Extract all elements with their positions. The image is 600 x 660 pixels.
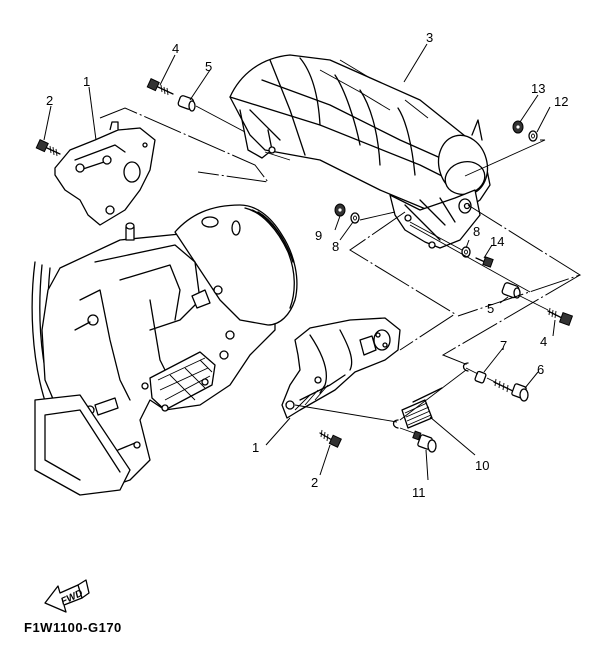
nut-9 [334, 203, 346, 217]
callout-8-right: 8 [473, 224, 480, 239]
callout-9: 9 [315, 228, 322, 243]
washer-12 [528, 130, 538, 142]
callout-5-lower: 5 [487, 301, 494, 316]
bolt-2-lower [319, 429, 342, 448]
callout-5-upper: 5 [205, 59, 212, 74]
washer-8-right [461, 246, 471, 258]
callout-13: 13 [531, 81, 545, 96]
callout-6: 6 [537, 362, 544, 377]
callout-1-lower: 1 [252, 440, 259, 455]
clip-ring-upper [462, 362, 469, 372]
leader-lines [43, 43, 556, 481]
callout-2-upper: 2 [46, 93, 53, 108]
callout-7: 7 [500, 338, 507, 353]
callout-3: 3 [426, 30, 433, 45]
washer-8-left [350, 212, 360, 224]
callout-14: 14 [490, 234, 504, 249]
spring-10 [401, 387, 443, 429]
callout-11: 11 [412, 485, 426, 500]
bolt-11 [412, 430, 437, 453]
bolt-4-right [547, 307, 574, 327]
callout-4-lower: 4 [540, 334, 547, 349]
intake-grille-cover [229, 54, 491, 249]
clip-ring-lower [392, 419, 399, 429]
mount-bracket-upper [54, 121, 156, 226]
callout-4-upper: 4 [172, 41, 179, 56]
bolt-6 [493, 378, 529, 402]
bolt-2-upper [35, 139, 61, 157]
bolt-4-upper [146, 78, 174, 96]
alignment-lines [99, 105, 582, 434]
forward-direction-arrow: FWD [44, 579, 90, 613]
collar-5-upper [177, 95, 196, 112]
callout-8-left: 8 [332, 239, 339, 254]
callouts: 1 1 2 2 3 4 4 5 5 6 7 8 8 9 10 11 12 13 … [46, 30, 568, 500]
nut-13 [512, 120, 524, 134]
callout-12: 12 [554, 94, 568, 109]
drawing-code: F1W1100-G170 [24, 620, 122, 635]
bolt-14 [475, 256, 494, 268]
callout-2-lower: 2 [311, 475, 318, 490]
jet-pump-housing [31, 204, 298, 496]
callout-10: 10 [475, 458, 489, 473]
callout-1-upper: 1 [83, 74, 90, 89]
mount-bracket-lower [281, 317, 401, 419]
